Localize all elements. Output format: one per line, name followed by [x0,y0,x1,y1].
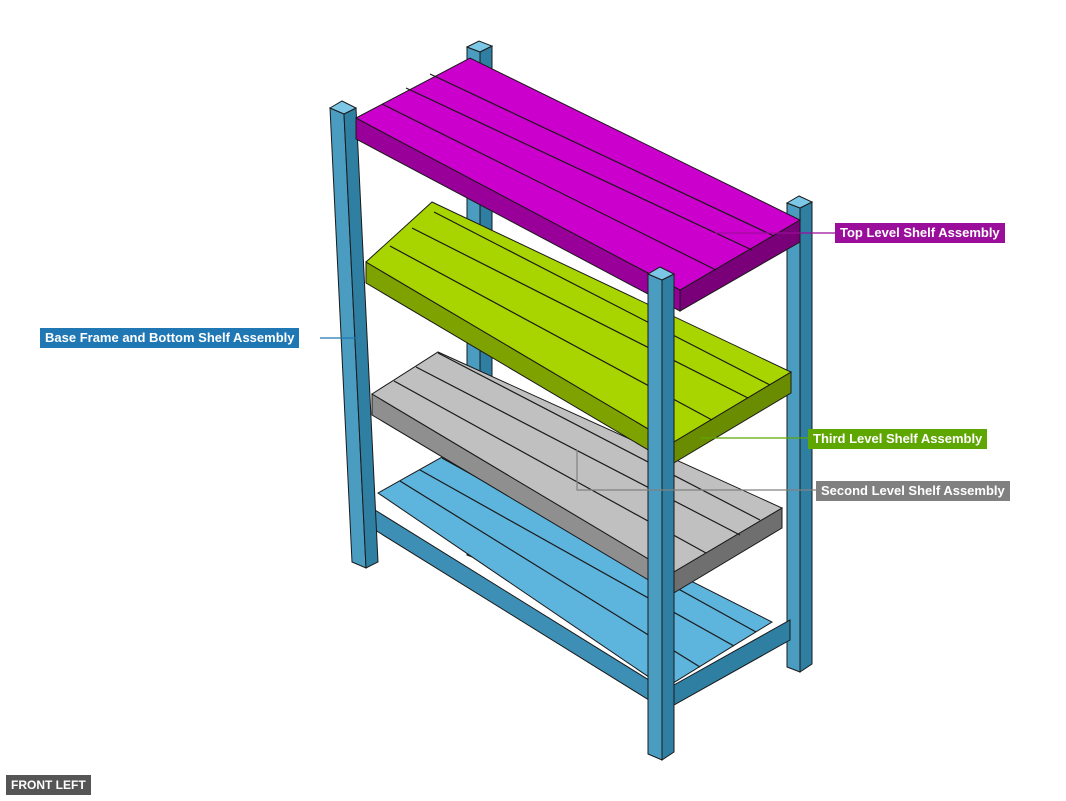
callout-top-level: Top Level Shelf Assembly [835,223,1005,243]
front-left-post [328,100,379,569]
second-leader-line [576,450,816,491]
front-right-post [646,266,676,761]
callout-base-frame: Base Frame and Bottom Shelf Assembly [40,328,300,348]
back-right-post [785,195,814,673]
callout-third-level: Third Level Shelf Assembly [808,429,988,449]
top-level-shelf [354,57,802,312]
view-label: FRONT LEFT [6,775,91,795]
third-level-shelf [365,201,793,465]
callout-second-level: Second Level Shelf Assembly [816,481,1010,501]
